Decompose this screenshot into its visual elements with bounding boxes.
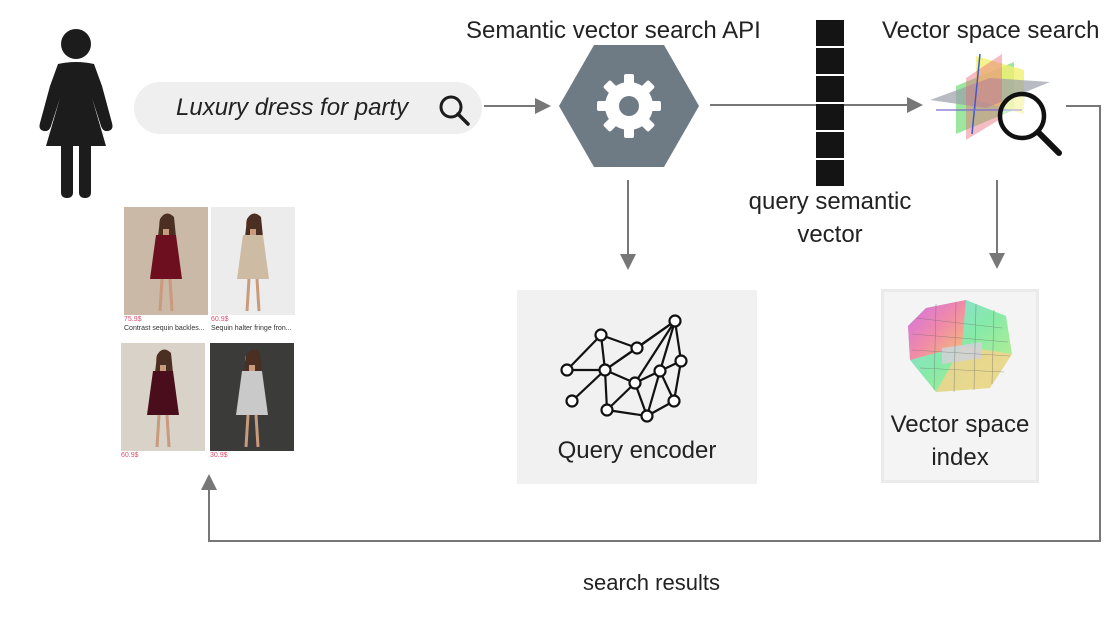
vector-space-index-label-line-2: index (931, 444, 989, 471)
search-query-text[interactable]: Luxury dress for party (176, 94, 409, 121)
product-price: 30.9$ (210, 452, 228, 459)
product-image[interactable] (210, 343, 294, 451)
vector-cell (816, 132, 844, 158)
vector-space-magnifier-icon (930, 53, 1062, 156)
result-card[interactable]: 30.9$ (210, 343, 294, 460)
model-figure-icon (147, 349, 179, 448)
model-figure-icon (150, 213, 182, 312)
product-image[interactable] (124, 207, 208, 315)
model-figure-icon (236, 349, 268, 448)
result-card[interactable]: 60.9$ Sequin halter fringe fron... (211, 207, 295, 333)
search-results-label: search results (583, 570, 720, 595)
vector-index-cube-icon (908, 300, 1012, 393)
product-price: 75.9$ (124, 316, 142, 323)
vector-cell (816, 104, 844, 130)
gear-icon (559, 45, 699, 167)
query-semantic-vector-label-line-2: vector (797, 221, 863, 248)
return-path (201, 105, 1101, 542)
query-semantic-vector-label-line-1: query semantic (748, 188, 912, 215)
vector-cell (816, 48, 844, 74)
user-person-icon (39, 29, 113, 198)
neural-network-icon (560, 314, 688, 423)
product-title[interactable]: Sequin halter fringe fron... (211, 325, 292, 332)
api-title: Semantic vector search API (466, 17, 761, 44)
product-price: 60.9$ (211, 316, 229, 323)
search-bar[interactable] (134, 82, 482, 134)
query-encoder-label: Query encoder (557, 437, 717, 464)
search-icon[interactable] (436, 92, 472, 128)
vector-space-index-label-line-1: Vector space (890, 411, 1030, 438)
vector-cell (816, 76, 844, 102)
query-vector-bar (816, 20, 844, 186)
query-semantic-vector-label: query semantic vector (735, 185, 925, 251)
vector-space-index-label: Vector space index (884, 408, 1036, 474)
product-image[interactable] (121, 343, 205, 451)
product-price: 60.9$ (121, 452, 139, 459)
product-title[interactable]: Contrast sequin backles... (124, 325, 205, 332)
product-image[interactable] (211, 207, 295, 315)
result-card[interactable]: 75.9$ Contrast sequin backles... (124, 207, 208, 333)
vector-cell (816, 20, 844, 46)
result-card[interactable]: 60.9$ (121, 343, 205, 460)
model-figure-icon (237, 213, 269, 312)
vector-cell (816, 160, 844, 186)
vector-space-search-title: Vector space search (882, 17, 1100, 44)
